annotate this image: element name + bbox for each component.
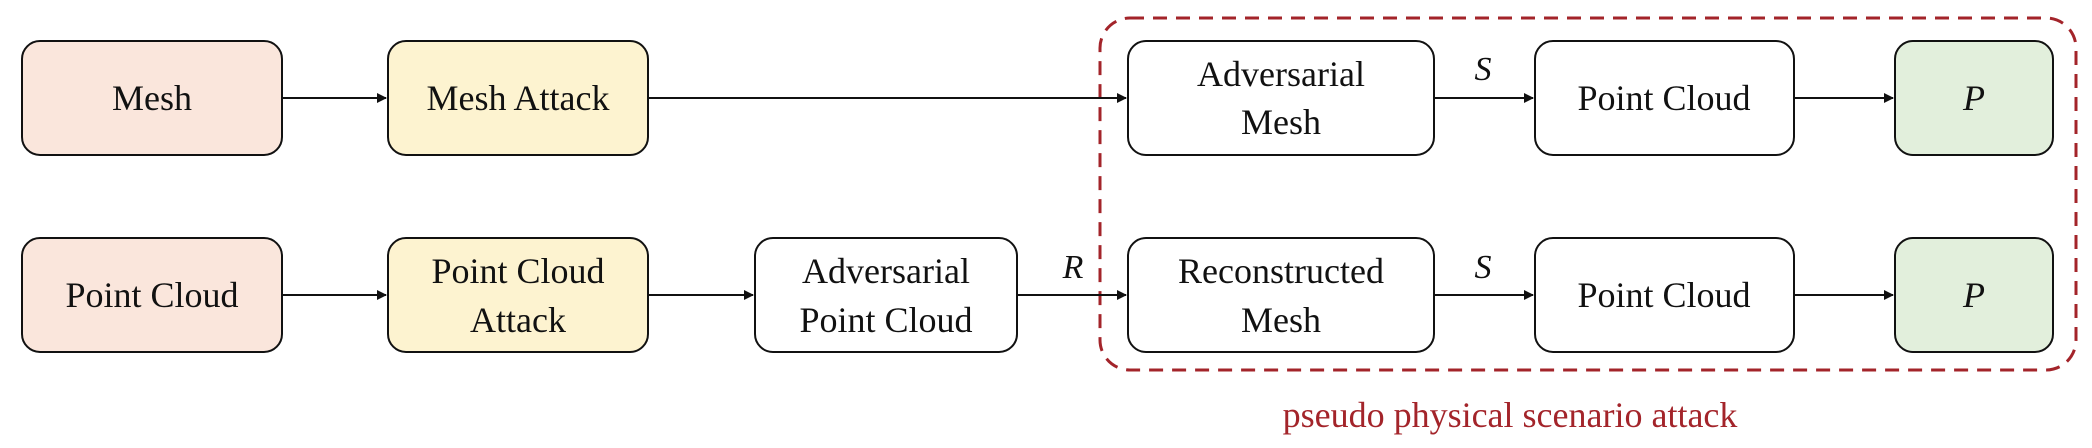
node-point-cloud-source-box [21, 237, 283, 353]
node-point-cloud-source-label: Point Cloud [65, 275, 238, 315]
node-point-cloud-top: Point Cloud [1534, 40, 1795, 156]
node-p-bottom: P [1894, 237, 2054, 353]
node-adversarial-point-cloud-box [754, 237, 1018, 353]
node-reconstructed-mesh-box [1127, 237, 1435, 353]
node-mesh-attack-label: Mesh Attack [427, 78, 610, 118]
node-reconstructed-mesh-line1: Reconstructed [1178, 251, 1384, 291]
node-point-cloud-attack: Point Cloud Attack [387, 237, 649, 353]
node-p-top-label: P [1962, 78, 1985, 118]
node-point-cloud-bottom-box [1534, 237, 1795, 353]
region-label: pseudo physical scenario attack [1283, 395, 1738, 435]
node-point-cloud-attack-box [387, 237, 649, 353]
node-mesh-attack-box [387, 40, 649, 156]
node-reconstructed-mesh: Reconstructed Mesh [1127, 237, 1435, 353]
node-point-cloud-top-box [1534, 40, 1795, 156]
node-adversarial-mesh: Adversarial Mesh [1127, 40, 1435, 156]
node-adversarial-mesh-line2: Mesh [1241, 102, 1321, 142]
node-point-cloud-top-label: Point Cloud [1577, 78, 1750, 118]
node-adversarial-point-cloud-line1: Adversarial [802, 251, 970, 291]
node-reconstructed-mesh-line2: Mesh [1241, 300, 1321, 340]
node-point-cloud-bottom-label: Point Cloud [1577, 275, 1750, 315]
edge-label-s-bottom: S [1475, 249, 1492, 286]
node-point-cloud-source: Point Cloud [21, 237, 283, 353]
node-p-bottom-label: P [1962, 275, 1985, 315]
node-p-bottom-box [1894, 237, 2054, 353]
node-mesh-attack: Mesh Attack [387, 40, 649, 156]
node-adversarial-point-cloud: Adversarial Point Cloud [754, 237, 1018, 353]
node-adversarial-mesh-box [1127, 40, 1435, 156]
node-point-cloud-attack-line2: Attack [470, 300, 566, 340]
node-point-cloud-attack-line1: Point Cloud [431, 251, 604, 291]
node-mesh-box [21, 40, 283, 156]
edges [282, 93, 1894, 300]
pseudo-physical-region [1098, 16, 2078, 372]
node-p-top-box [1894, 40, 2054, 156]
edge-label-r: R [1062, 249, 1084, 286]
node-adversarial-mesh-line1: Adversarial [1197, 54, 1365, 94]
node-mesh: Mesh [21, 40, 283, 156]
node-point-cloud-bottom: Point Cloud [1534, 237, 1795, 353]
node-p-top: P [1894, 40, 2054, 156]
edge-label-s-top: S [1475, 51, 1492, 88]
node-adversarial-point-cloud-line2: Point Cloud [799, 300, 972, 340]
node-mesh-label: Mesh [112, 78, 192, 118]
